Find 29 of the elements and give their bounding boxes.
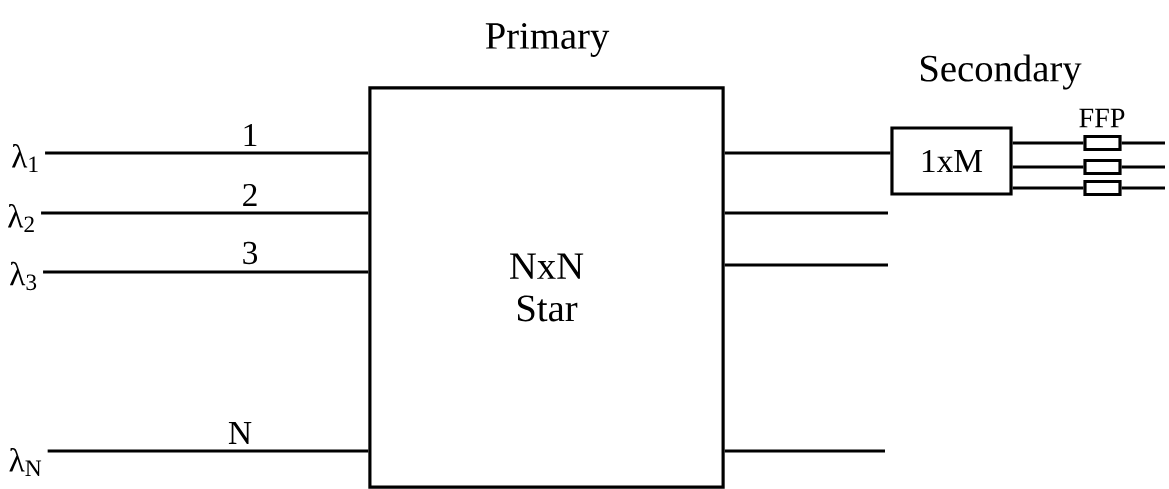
connector-line bbox=[724, 449, 885, 453]
connector-line bbox=[1121, 141, 1165, 145]
edge-label: 2 bbox=[238, 180, 262, 210]
edge-label: 1 bbox=[238, 120, 262, 150]
filter-box bbox=[1083, 134, 1122, 152]
wavelength-label: λ$_{3}$ bbox=[10, 261, 37, 291]
edge-label: 3 bbox=[238, 238, 262, 268]
wavelength-label: λ$_{2}$ bbox=[8, 203, 34, 233]
connector-line bbox=[1012, 141, 1084, 145]
wavelength-label: λ$_{1}$ bbox=[12, 143, 38, 172]
filter-box bbox=[1083, 158, 1122, 176]
connector-line bbox=[43, 270, 369, 274]
connector-line bbox=[47, 449, 369, 453]
stage-heading: Secondary bbox=[920, 54, 1082, 90]
connector-line bbox=[1121, 165, 1165, 169]
connector-line bbox=[724, 263, 888, 267]
connector-line bbox=[45, 151, 369, 155]
wavelength-label: λ$_{N}$ bbox=[9, 448, 42, 476]
edge-label: N bbox=[224, 418, 256, 448]
connector-line bbox=[1012, 165, 1084, 169]
connector-line bbox=[41, 211, 369, 215]
star-coupler-box: NxN Star bbox=[368, 86, 725, 489]
connector-line bbox=[1121, 186, 1165, 190]
splitter-box: 1xM bbox=[890, 126, 1013, 196]
connector-line bbox=[724, 151, 891, 155]
connector-line bbox=[1012, 186, 1084, 190]
connector-line bbox=[724, 211, 888, 215]
filter-box bbox=[1083, 179, 1122, 197]
component-label: FFP bbox=[1079, 108, 1125, 128]
